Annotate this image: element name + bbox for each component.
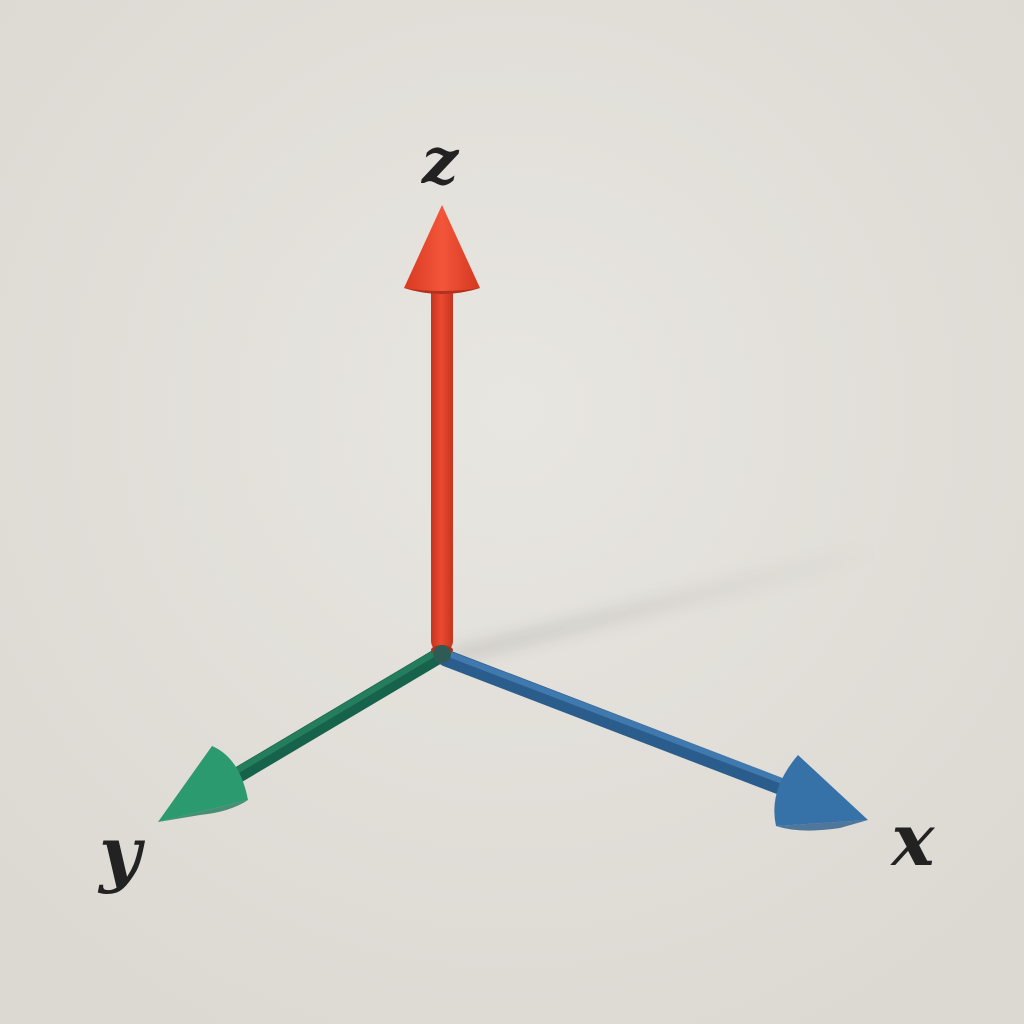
origin-joint [433,645,451,663]
z-axis-arrowhead [404,205,480,294]
x-axis-shaft-highlight [443,650,793,787]
x-axis-label: x [890,797,936,882]
z-axis-shaft [431,282,453,652]
z-axis-label: z [421,124,460,199]
z-axis-shadow [450,540,880,662]
x-axis-arrowhead-shade [776,820,868,831]
y-axis [158,647,448,822]
x-axis [437,649,868,831]
y-axis-arrowhead-shade [158,800,248,822]
y-axis-arrowhead [158,746,248,822]
y-axis-shaft-highlight [235,647,443,773]
z-axis-arrowhead-base [404,288,480,294]
x-axis-arrowhead [774,755,868,826]
y-axis-label: y [97,810,145,895]
y-axis-shaft [230,647,448,783]
x-axis-shaft [437,649,799,799]
